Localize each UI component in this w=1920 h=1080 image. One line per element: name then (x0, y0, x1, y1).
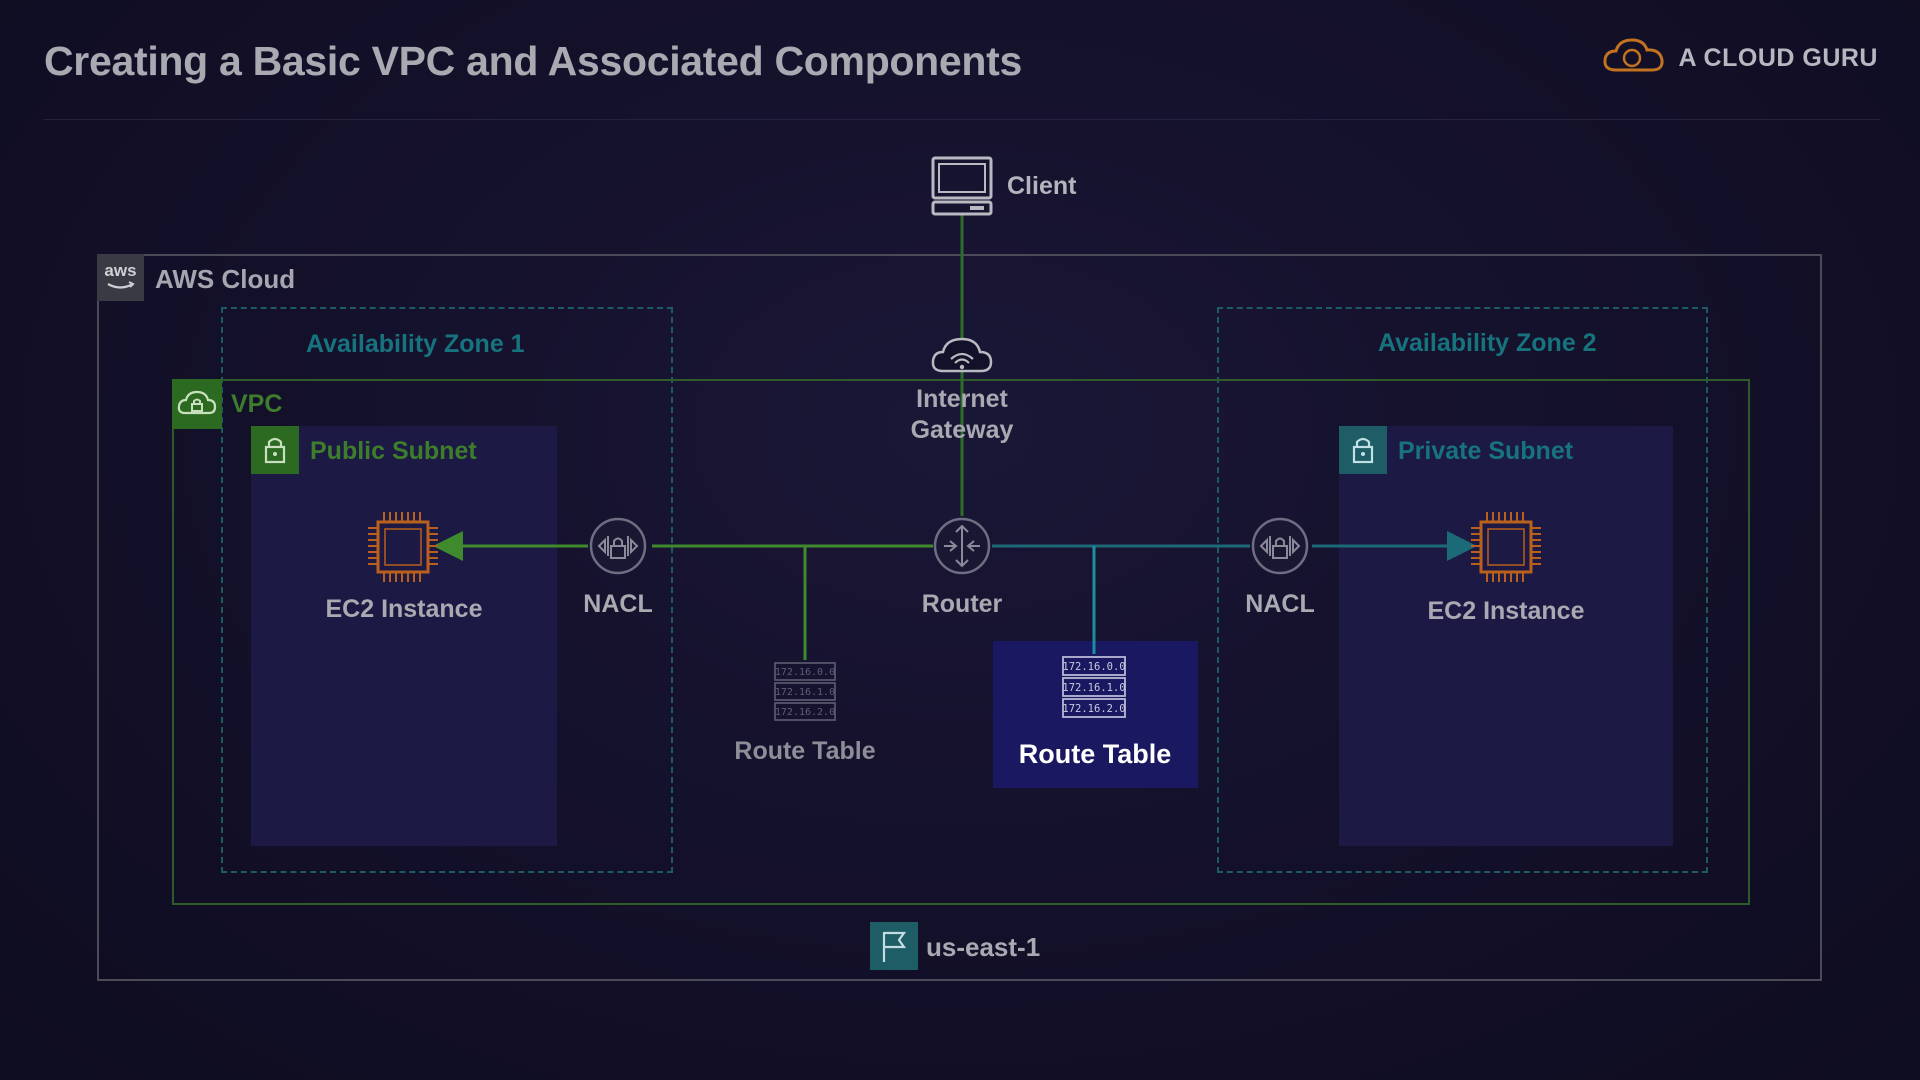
vpc-cloud-lock-icon (172, 379, 222, 429)
router-label: Router (921, 590, 1003, 618)
internet-gateway-label: Internet Gateway (862, 384, 1062, 446)
availability-zone-1-label: Availability Zone 1 (306, 330, 525, 358)
page-title: Creating a Basic VPC and Associated Comp… (44, 38, 1023, 84)
route-table-highlight (993, 641, 1198, 788)
monitor-icon (930, 155, 994, 222)
cloud-logo-icon (1602, 36, 1666, 81)
route-entry: 172.16.2.0 (775, 707, 835, 718)
vpc-label: VPC (231, 390, 283, 418)
nacl-icon (588, 516, 648, 581)
private-subnet-label: Private Subnet (1398, 437, 1574, 465)
chip-icon (1469, 510, 1543, 589)
availability-zone-2 (1217, 307, 1708, 873)
ec2-instance-left-label: EC2 Instance (325, 595, 483, 623)
route-entry: 172.16.2.0 (1062, 703, 1125, 715)
lock-icon (251, 426, 299, 474)
route-table-public-label: Route Table (734, 737, 876, 765)
internet-gateway-label-line2: Gateway (910, 416, 1014, 444)
region-label: us-east-1 (926, 932, 1041, 962)
route-entry: 172.16.0.0 (775, 667, 835, 678)
route-table-icon: 172.16.0.0 172.16.1.0 172.16.2.0 (1060, 654, 1128, 725)
aws-cloud-boundary (97, 254, 1822, 981)
private-subnet (1339, 426, 1673, 846)
nacl-icon (1250, 516, 1310, 581)
nacl-right-label: NACL (1245, 590, 1315, 618)
aws-logo-icon: aws (97, 254, 144, 301)
lock-icon (1339, 426, 1387, 474)
chip-icon (366, 510, 440, 589)
nacl-left-label: NACL (583, 590, 653, 618)
client-label: Client (1007, 172, 1077, 200)
route-entry: 172.16.0.0 (1062, 661, 1125, 673)
internet-gateway-icon (929, 331, 995, 382)
route-table-icon: 172.16.0.0 172.16.1.0 172.16.2.0 (772, 660, 838, 727)
public-subnet-label: Public Subnet (310, 437, 477, 465)
ec2-instance-right-label: EC2 Instance (1427, 597, 1585, 625)
router-icon (932, 516, 992, 581)
header-divider (44, 119, 1880, 120)
route-table-private-label: Route Table (1018, 739, 1172, 769)
public-subnet (251, 426, 557, 846)
internet-gateway-label-line1: Internet (916, 385, 1008, 413)
aws-badge-text: aws (104, 261, 136, 280)
brand-name: A CLOUD GURU (1678, 44, 1878, 72)
availability-zone-2-label: Availability Zone 2 (1378, 329, 1597, 357)
route-entry: 172.16.1.0 (1062, 682, 1125, 694)
route-entry: 172.16.1.0 (775, 687, 835, 698)
brand-logo: A CLOUD GURU (1602, 36, 1878, 81)
flag-icon (870, 922, 918, 970)
aws-cloud-label: AWS Cloud (155, 264, 296, 294)
availability-zone-1 (221, 307, 673, 873)
